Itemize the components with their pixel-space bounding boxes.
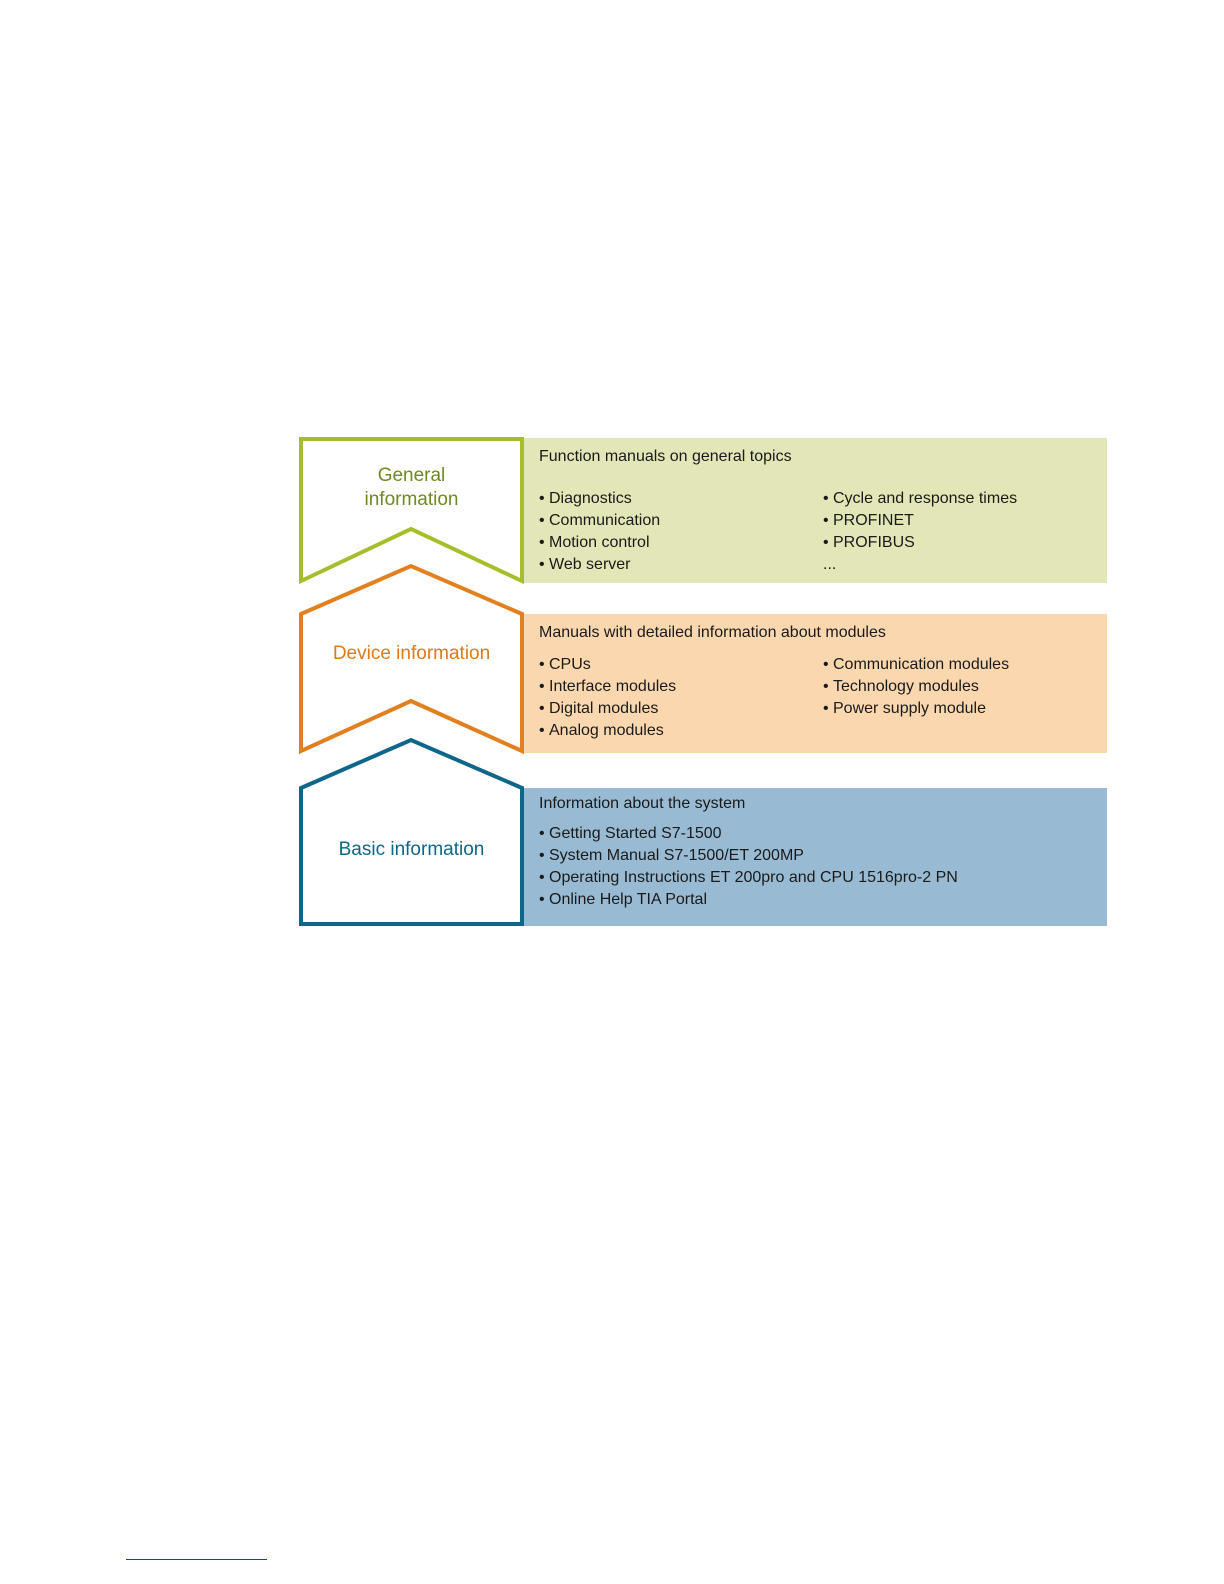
list-item: •Analog modules (539, 722, 664, 739)
general-information-label: General information (300, 464, 523, 512)
device-panel-title: Manuals with detailed information about … (539, 624, 886, 641)
list-item: •Diagnostics (539, 490, 632, 507)
general-left-list: •Diagnostics •Communication •Motion cont… (539, 488, 660, 576)
general-information-panel (524, 438, 1107, 583)
list-item: •Cycle and response times (823, 490, 1018, 507)
list-item-ellipsis: ... (823, 556, 837, 573)
list-item: •PROFIBUS (823, 534, 915, 551)
basic-information-label: Basic information (338, 839, 485, 860)
basic-information-panel (524, 788, 1107, 926)
list-item: •Getting Started S7-1500 (539, 825, 722, 842)
device-information-panel (524, 614, 1107, 753)
basic-information-shape (299, 737, 524, 926)
general-information-label-line2: information (364, 489, 459, 510)
list-item: •Communication (539, 512, 661, 529)
general-information-shape (299, 437, 524, 585)
list-item: •Online Help TIA Portal (539, 891, 708, 908)
device-right-list: •Communication modules •Technology modul… (823, 654, 1009, 720)
list-item: •Motion control (539, 534, 650, 551)
device-left-list: •CPUs •Interface modules •Digital module… (539, 654, 676, 742)
list-item: •Communication modules (823, 656, 1010, 673)
device-information-shape (299, 563, 524, 755)
list-item: •Web server (539, 556, 631, 573)
basic-panel-title: Information about the system (539, 795, 746, 812)
general-information-label-line1: General (377, 465, 446, 486)
list-item: •PROFINET (823, 512, 914, 529)
list-item: •System Manual S7-1500/ET 200MP (539, 847, 804, 864)
general-panel-title: Function manuals on general topics (539, 448, 792, 465)
list-item: •Operating Instructions ET 200pro and CP… (539, 869, 958, 886)
list-item: •Power supply module (823, 700, 986, 717)
basic-list: •Getting Started S7-1500 •System Manual … (539, 823, 958, 911)
list-item: •Digital modules (539, 700, 659, 717)
list-item: •Interface modules (539, 678, 677, 695)
general-right-list: •Cycle and response times •PROFINET •PRO… (823, 488, 1017, 576)
footnote-separator (126, 1559, 267, 1560)
device-information-label: Device information (332, 643, 491, 664)
list-item: •Technology modules (823, 678, 979, 695)
list-item: •CPUs (539, 656, 591, 673)
